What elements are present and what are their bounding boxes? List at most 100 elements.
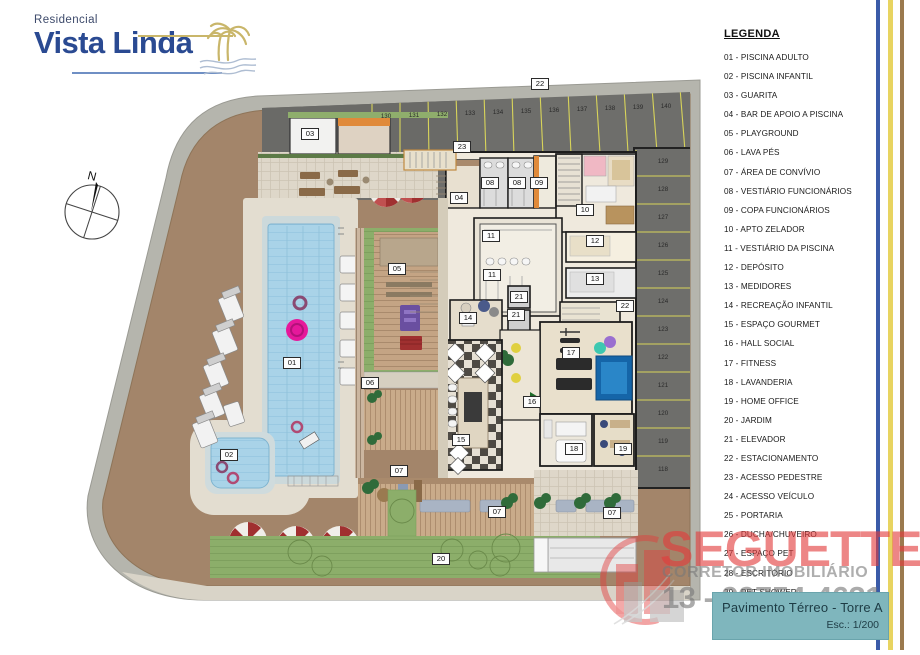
logo: Residencial Vista Linda [34,14,257,76]
parking-stall-119: 119 [658,438,668,445]
legend-item: 22 - ESTACIONAMENTO [724,453,819,463]
parking-stall-120: 120 [657,410,669,417]
parking-stall-133: 133 [464,110,476,117]
parking-stall-126: 126 [657,242,669,249]
parking-stall-131: 131 [408,112,420,119]
room-tag-16: 16 [523,396,541,408]
legend-item: 23 - ACESSO PEDESTRE [724,473,823,483]
parking-stall-121: 121 [657,382,669,389]
room-tag-07: 07 [390,465,408,477]
room-tag-20: 20 [432,553,450,565]
legend-item: 12 - DEPÓSITO [724,263,784,273]
legend-item: 27 - ESPAÇO PET [724,549,794,559]
legend-item: 20 - JARDIM [724,415,772,425]
legend-item: 26 - DUCHA/CHUVEIRO [724,530,817,540]
parking-stall-125: 125 [657,270,669,277]
compass-rose-icon: N [64,168,120,240]
room-tag-21: 21 [507,309,525,321]
room-tag-17: 17 [562,347,580,359]
legend-item: 08 - VESTIÁRIO FUNCIONÁRIOS [724,186,852,196]
room-tag-18: 18 [565,443,583,455]
parking-stall-127: 127 [657,214,669,221]
legend-item: 07 - ÁREA DE CONVÍVIO [724,167,821,177]
legend-item: 15 - ESPAÇO GOURMET [724,320,820,330]
room-tag-23: 23 [453,141,471,153]
parking-stall-128: 128 [657,186,669,193]
room-tag-22: 22 [616,300,634,312]
legend-item: 05 - PLAYGROUND [724,129,799,139]
convivio-area [210,470,638,578]
parking-stall-136: 136 [548,107,560,114]
legend-item: 19 - HOME OFFICE [724,396,799,406]
parking-stall-118: 118 [658,466,668,473]
room-tag-12: 12 [586,235,604,247]
legend-item: 04 - BAR DE APOIO A PISCINA [724,110,844,120]
parking-stall-124: 124 [657,298,669,305]
legend-item: 02 - PISCINA INFANTIL [724,72,814,82]
pedestrian-access [403,149,457,171]
legend-item: 14 - RECREAÇÃO INFANTIL [724,301,833,311]
logo-rule-top [138,35,233,37]
compass-north-label: N [86,168,98,184]
legend-item: 28 - ESCRITÓRIO [724,568,793,578]
legend-item: 03 - GUARITA [724,91,778,101]
floor-plan-drawing [86,79,701,601]
playground-area [363,228,447,450]
room-tag-19: 19 [614,443,632,455]
room-tag-21: 21 [510,291,528,303]
drawing-scale: Esc.: 1/200 [826,619,879,631]
waves-icon [199,58,257,75]
palm-tree-icon [206,22,250,62]
legend-item: 01 - PISCINA ADULTO [724,53,809,62]
legend-item: 18 - LAVANDERIA [724,377,793,387]
stripe-yellow [888,0,893,650]
room-tag-14: 14 [459,312,477,324]
building-block [439,151,637,483]
legend-title: LEGENDA [724,28,780,40]
parking-stall-122: 122 [657,354,669,361]
logo-subtitle: Residencial [34,14,98,26]
pergola-strip [355,228,364,478]
entrance-area [258,112,448,198]
legend-item: 16 - HALL SOCIAL [724,339,795,349]
room-tag-11: 11 [483,269,501,281]
room-tag-15: 15 [452,434,470,446]
legend-item: 17 - FITNESS [724,358,777,368]
sidewalk [122,572,690,600]
room-tag-02: 02 [220,449,238,461]
room-tag-07: 07 [603,507,621,519]
parking-stall-134: 134 [492,109,504,116]
logo-rule-bottom [72,72,222,74]
parking-stall-130: 130 [380,113,392,120]
room-tag-13: 13 [586,273,604,285]
room-tag-07: 07 [488,506,506,518]
room-tag-09: 09 [530,177,548,189]
parking-stall-135: 135 [520,108,532,115]
room-tag-03: 03 [301,128,319,140]
room-tag-05: 05 [388,263,406,275]
room-tag-10: 10 [576,204,594,216]
parking-stall-132: 132 [436,111,448,118]
legend-item: 21 - ELEVADOR [724,434,786,444]
room-tag-04: 04 [450,192,468,204]
room-tag-06: 06 [361,377,379,389]
compass-rose: N [60,160,128,245]
legend-item: 25 - PORTARIA [724,511,783,521]
room-tag-01: 01 [283,357,301,369]
legend-item: 09 - COPA FUNCIONÁRIOS [724,205,830,215]
legend-item: 13 - MEDIDORES [724,282,792,292]
room-tag-08: 08 [481,177,499,189]
legend-item: 06 - LAVA PÉS [724,148,780,158]
room-tag-11: 11 [482,230,500,242]
parking-stall-139: 139 [632,104,644,111]
stripe-brown [900,0,904,650]
legend-item: 10 - APTO ZELADOR [724,224,805,234]
parking-stall-137: 137 [576,106,588,113]
parking-zone-right [633,147,691,489]
legend-item: 24 - ACESSO VEÍCULO [724,492,815,502]
drawing-title: Pavimento Térreo - Torre A [722,600,883,615]
pool-deck [190,198,358,515]
parking-stall-129: 129 [657,158,669,165]
legend-item: 11 - VESTIÁRIO DA PISCINA [724,243,835,253]
floor-plan-svg [86,79,701,601]
